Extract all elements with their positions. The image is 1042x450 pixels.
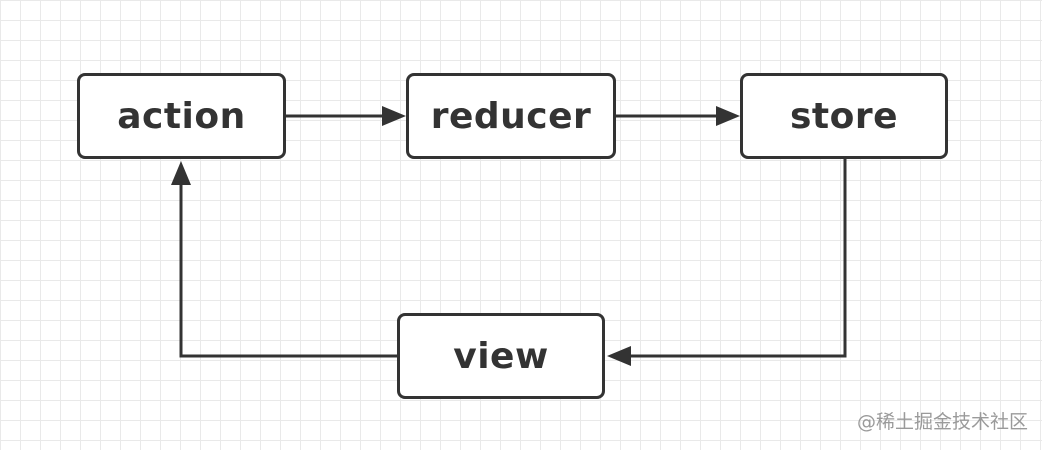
arrow-reducer-to-store [616, 106, 740, 126]
node-reducer-label: reducer [430, 95, 592, 137]
arrow-reducer-to-store-head [716, 106, 740, 126]
watermark: @稀土掘金技术社区 [856, 411, 1028, 433]
arrow-store-to-view-head [607, 346, 631, 366]
arrow-view-to-action-head [171, 161, 191, 185]
node-view-label: view [453, 335, 549, 377]
arrow-store-to-view-line [630, 159, 847, 358]
node-action: action [77, 73, 286, 159]
node-store: store [740, 73, 948, 159]
arrow-action-to-reducer [286, 106, 406, 126]
node-action-label: action [117, 95, 246, 137]
arrow-action-to-reducer-head [382, 106, 406, 126]
arrow-store-to-view [607, 159, 847, 366]
node-view: view [397, 313, 605, 399]
arrow-view-to-action-line [179, 183, 397, 358]
arrow-view-to-action [171, 161, 397, 358]
node-reducer: reducer [406, 73, 616, 159]
node-store-label: store [789, 95, 899, 137]
